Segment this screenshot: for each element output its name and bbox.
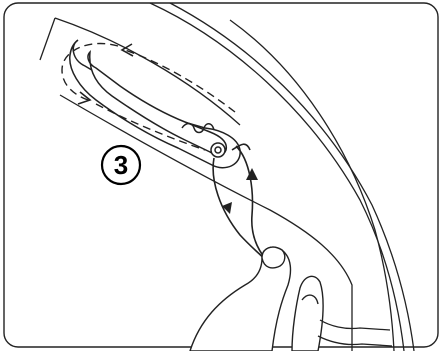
thread-left-strand	[213, 158, 268, 262]
base-line-2	[318, 336, 392, 346]
panel-corner	[40, 18, 55, 60]
thumbnail	[262, 247, 285, 268]
base-line-1	[320, 320, 390, 330]
machine-base	[318, 320, 392, 346]
hand	[190, 247, 323, 351]
diagram-border	[4, 3, 438, 347]
step-badge: 3	[102, 146, 140, 184]
step-number: 3	[114, 150, 128, 180]
hand-finger	[292, 276, 323, 351]
eyelet-hole	[215, 147, 221, 153]
thread-right-strand	[236, 146, 268, 262]
arrow-left-icon	[122, 44, 133, 56]
